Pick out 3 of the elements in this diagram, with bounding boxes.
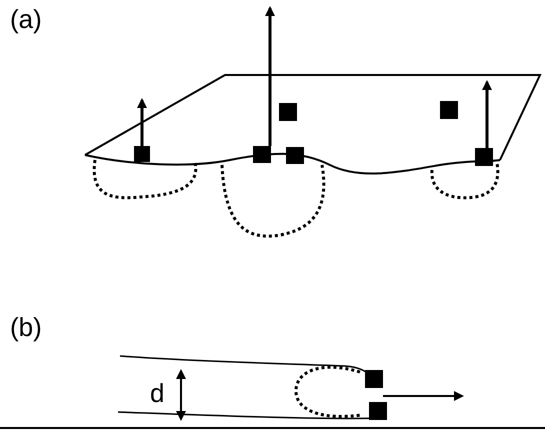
dimension-label: d [150,380,164,406]
panel-label: (a) [10,6,42,32]
panel-label: (b) [10,314,42,340]
